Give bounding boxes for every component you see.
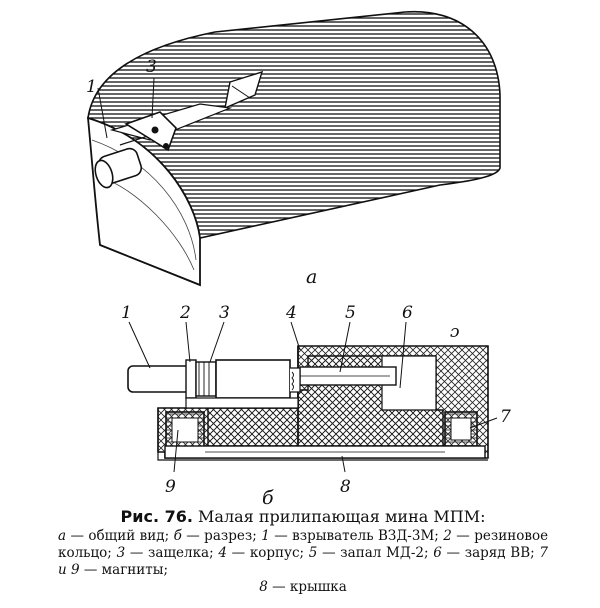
section-view-drawing: 1 2 3 4 5 6 7 9 8 ɔ [121,303,511,497]
label-1-view-b: 1 [121,303,132,323]
fuse-part [94,135,149,189]
label-6-view-b: 6 [402,303,413,323]
caption-last-line: 8 — крышка [58,579,548,596]
legend-text: — запал МД-2; [322,545,429,561]
label-9-view-b: 9 [165,477,176,497]
fuse-section [127,359,301,399]
legend-key: 8 [259,579,268,595]
section-mark: ɔ [450,322,460,342]
legend-key: б [173,528,182,544]
caption-title-line: Рис. 76. Малая прилипающая мина МПМ: [58,508,548,525]
legend-key: а [58,528,67,544]
label-4-view-b: 4 [285,303,297,323]
legend-key: 4 [218,545,227,561]
label-3-view-b: 3 [219,303,230,323]
mine-figure: 1 3 а [86,10,511,505]
legend-key: 7 и 9 [58,545,548,578]
legend-text: — взрыватель ВЗД-3М; [274,528,439,544]
label-5-view-b: 5 [345,303,356,323]
legend-text: — общий вид; [70,528,170,544]
legend-key: 5 [308,545,318,561]
legend-text: — корпус; [231,545,305,561]
general-view-drawing: 1 3 [86,10,501,287]
legend-text: — разрез; [186,528,257,544]
legend-text: — резиновое кольцо; [58,528,549,561]
figure-caption: Рис. 76. Малая прилипающая мина МПМ: а —… [58,508,548,596]
label-3-view-a: 3 [146,57,157,77]
latch-part [124,111,177,152]
view-a-letter: а [306,266,317,288]
legend-text: — магниты; [83,562,169,578]
legend-text: — крышка [272,579,347,595]
legend-key: 6 [433,545,442,561]
legend-key: 2 [443,528,452,544]
legend-text: — защелка; [129,545,214,561]
legend-key: 3 [116,545,126,561]
figure-title: Малая прилипающая мина МПМ: [198,507,486,526]
legend-text: — заряд ВВ; [446,545,535,561]
caption-legend: а — общий вид; б — разрез; 1 — взрывател… [58,528,548,579]
label-1-view-a: 1 [86,77,97,97]
figure-number: Рис. 76. [120,507,193,526]
legend-key: 1 [261,528,270,544]
label-7-view-b: 7 [500,407,511,427]
top-cutout [224,70,264,110]
label-8-view-b: 8 [340,477,351,497]
view-b-letter: б [262,487,274,505]
label-2-view-b: 2 [179,303,191,323]
